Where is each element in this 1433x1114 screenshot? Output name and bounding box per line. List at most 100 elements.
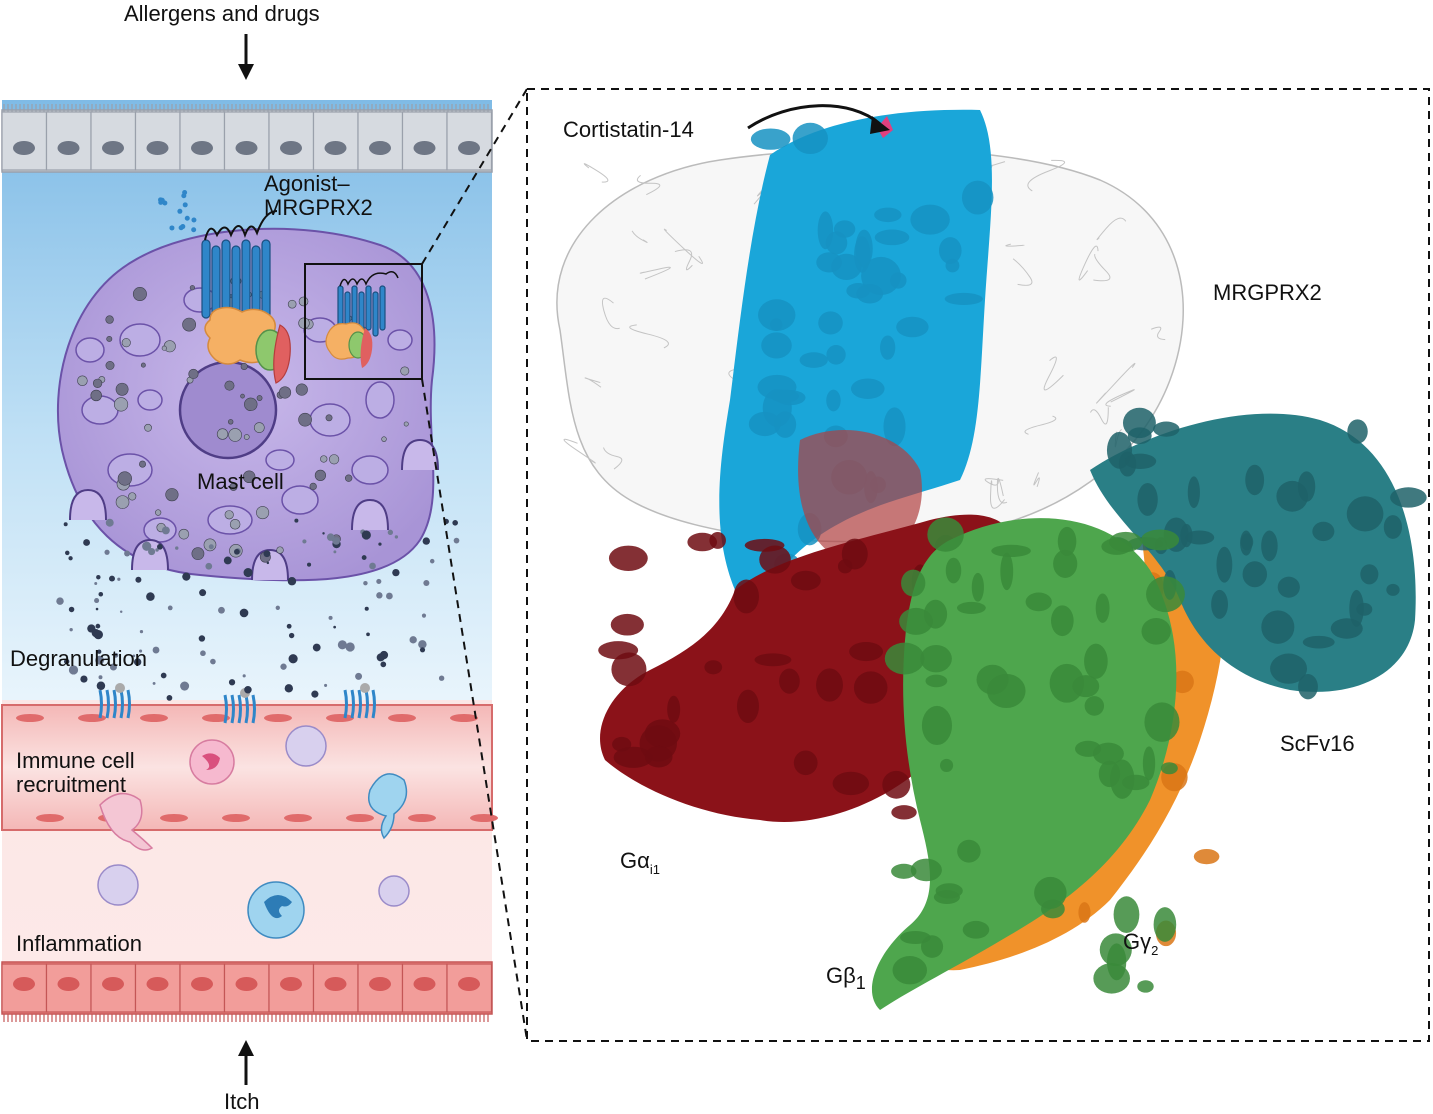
- granule: [115, 382, 129, 396]
- released-granule: [139, 630, 144, 634]
- micelle-contour: [603, 447, 623, 470]
- released-granule: [132, 654, 136, 658]
- epithelial-nucleus: [102, 977, 124, 991]
- released-granule: [288, 632, 295, 639]
- micelle-contour: [1005, 243, 1025, 247]
- released-granule: [363, 580, 368, 586]
- released-granule: [294, 518, 299, 523]
- density-lobe: [849, 641, 884, 662]
- released-granule: [244, 685, 252, 694]
- released-granule: [133, 658, 142, 666]
- granule: [224, 380, 235, 391]
- density-lobe: [1142, 746, 1156, 781]
- transmembrane-helix: [379, 285, 386, 331]
- density-lobe: [1261, 610, 1295, 644]
- density-lobe: [1240, 530, 1253, 556]
- released-granule: [453, 537, 460, 544]
- released-granule: [95, 607, 99, 611]
- released-granule: [345, 642, 355, 652]
- density-lobe: [882, 770, 911, 799]
- vessel-receptor-helix: [230, 694, 235, 724]
- density-lobe: [896, 316, 929, 338]
- granule-vesicle: [119, 323, 161, 357]
- micelle-contour: [584, 377, 602, 388]
- epithelial-cell: [90, 111, 137, 171]
- epithelial-nucleus: [102, 141, 124, 155]
- density-lobe: [921, 705, 953, 746]
- granule: [229, 482, 238, 491]
- granule-vesicle: [137, 389, 163, 411]
- released-granule: [68, 556, 73, 561]
- released-granule: [63, 522, 68, 527]
- released-granule: [438, 675, 445, 681]
- granule: [298, 296, 309, 307]
- released-granule: [96, 575, 101, 580]
- granule: [105, 361, 115, 370]
- density-lobe: [1146, 576, 1185, 613]
- released-granule: [239, 608, 249, 618]
- density-lobe: [1302, 635, 1335, 649]
- epithelial-cell: [223, 963, 270, 1013]
- released-granule: [98, 591, 104, 597]
- endothelial-nucleus: [202, 714, 230, 722]
- epithelial-nucleus: [324, 977, 347, 991]
- granule-vesicle: [183, 287, 217, 313]
- transmembrane-helix: [365, 285, 372, 331]
- micelle-contour: [1093, 254, 1111, 282]
- degranulation-label: Degranulation: [10, 646, 147, 671]
- epithelial-nucleus: [280, 977, 302, 991]
- density-lobe: [1153, 421, 1180, 437]
- released-granule: [228, 679, 236, 686]
- released-granule: [94, 597, 100, 604]
- granule: [314, 469, 327, 481]
- density-lobe: [816, 668, 843, 702]
- released-granule: [421, 613, 427, 618]
- epithelial-nucleus: [413, 977, 436, 991]
- released-granule: [63, 658, 70, 665]
- vessel-receptor-helix: [105, 689, 110, 719]
- epithelial-nucleus: [13, 977, 35, 991]
- released-granule: [109, 575, 115, 582]
- released-granule: [312, 643, 321, 652]
- released-granule: [180, 681, 190, 691]
- mast-cell-label: Mast cell: [197, 469, 284, 494]
- density-lobe: [910, 204, 950, 235]
- density-lobe: [1092, 742, 1124, 765]
- mrgprx2-label: MRGPRX2: [1213, 280, 1322, 305]
- granule: [400, 366, 410, 376]
- granule: [320, 455, 328, 463]
- released-granule: [148, 548, 156, 556]
- vessel-receptor-helix: [357, 689, 362, 719]
- micelle-contour: [601, 297, 620, 330]
- density-lobe: [1277, 576, 1300, 598]
- endothelial-nucleus: [16, 714, 44, 722]
- released-granule: [80, 675, 88, 683]
- granule: [403, 421, 409, 427]
- epithelial-nucleus: [191, 141, 213, 155]
- epithelial-nucleus: [369, 141, 391, 155]
- eosinophil-tissue-1: [97, 864, 139, 906]
- released-granule: [69, 627, 73, 632]
- density-lobe: [644, 745, 673, 768]
- density-lobe: [1101, 538, 1132, 555]
- density-lobe: [826, 389, 841, 412]
- density-lobe: [891, 863, 917, 879]
- density-lobe: [853, 671, 888, 704]
- released-granule: [392, 568, 400, 577]
- density-lobe: [1242, 561, 1268, 588]
- epithelial-cell: [401, 963, 448, 1013]
- granule: [178, 528, 190, 540]
- granule: [106, 335, 113, 342]
- granule: [240, 393, 245, 399]
- cortistatin-label: Cortistatin-14: [563, 117, 694, 142]
- released-granule: [175, 546, 179, 550]
- released-granule: [452, 520, 458, 526]
- released-granule: [275, 605, 280, 610]
- epithelial-cell: [134, 111, 181, 171]
- epithelial-cell: [446, 963, 493, 1013]
- endothelial-nucleus: [284, 814, 312, 822]
- epithelial-cell: [223, 111, 270, 171]
- vessel-receptor-helix: [98, 689, 103, 719]
- released-granule: [394, 535, 399, 539]
- density-lobe: [971, 572, 984, 602]
